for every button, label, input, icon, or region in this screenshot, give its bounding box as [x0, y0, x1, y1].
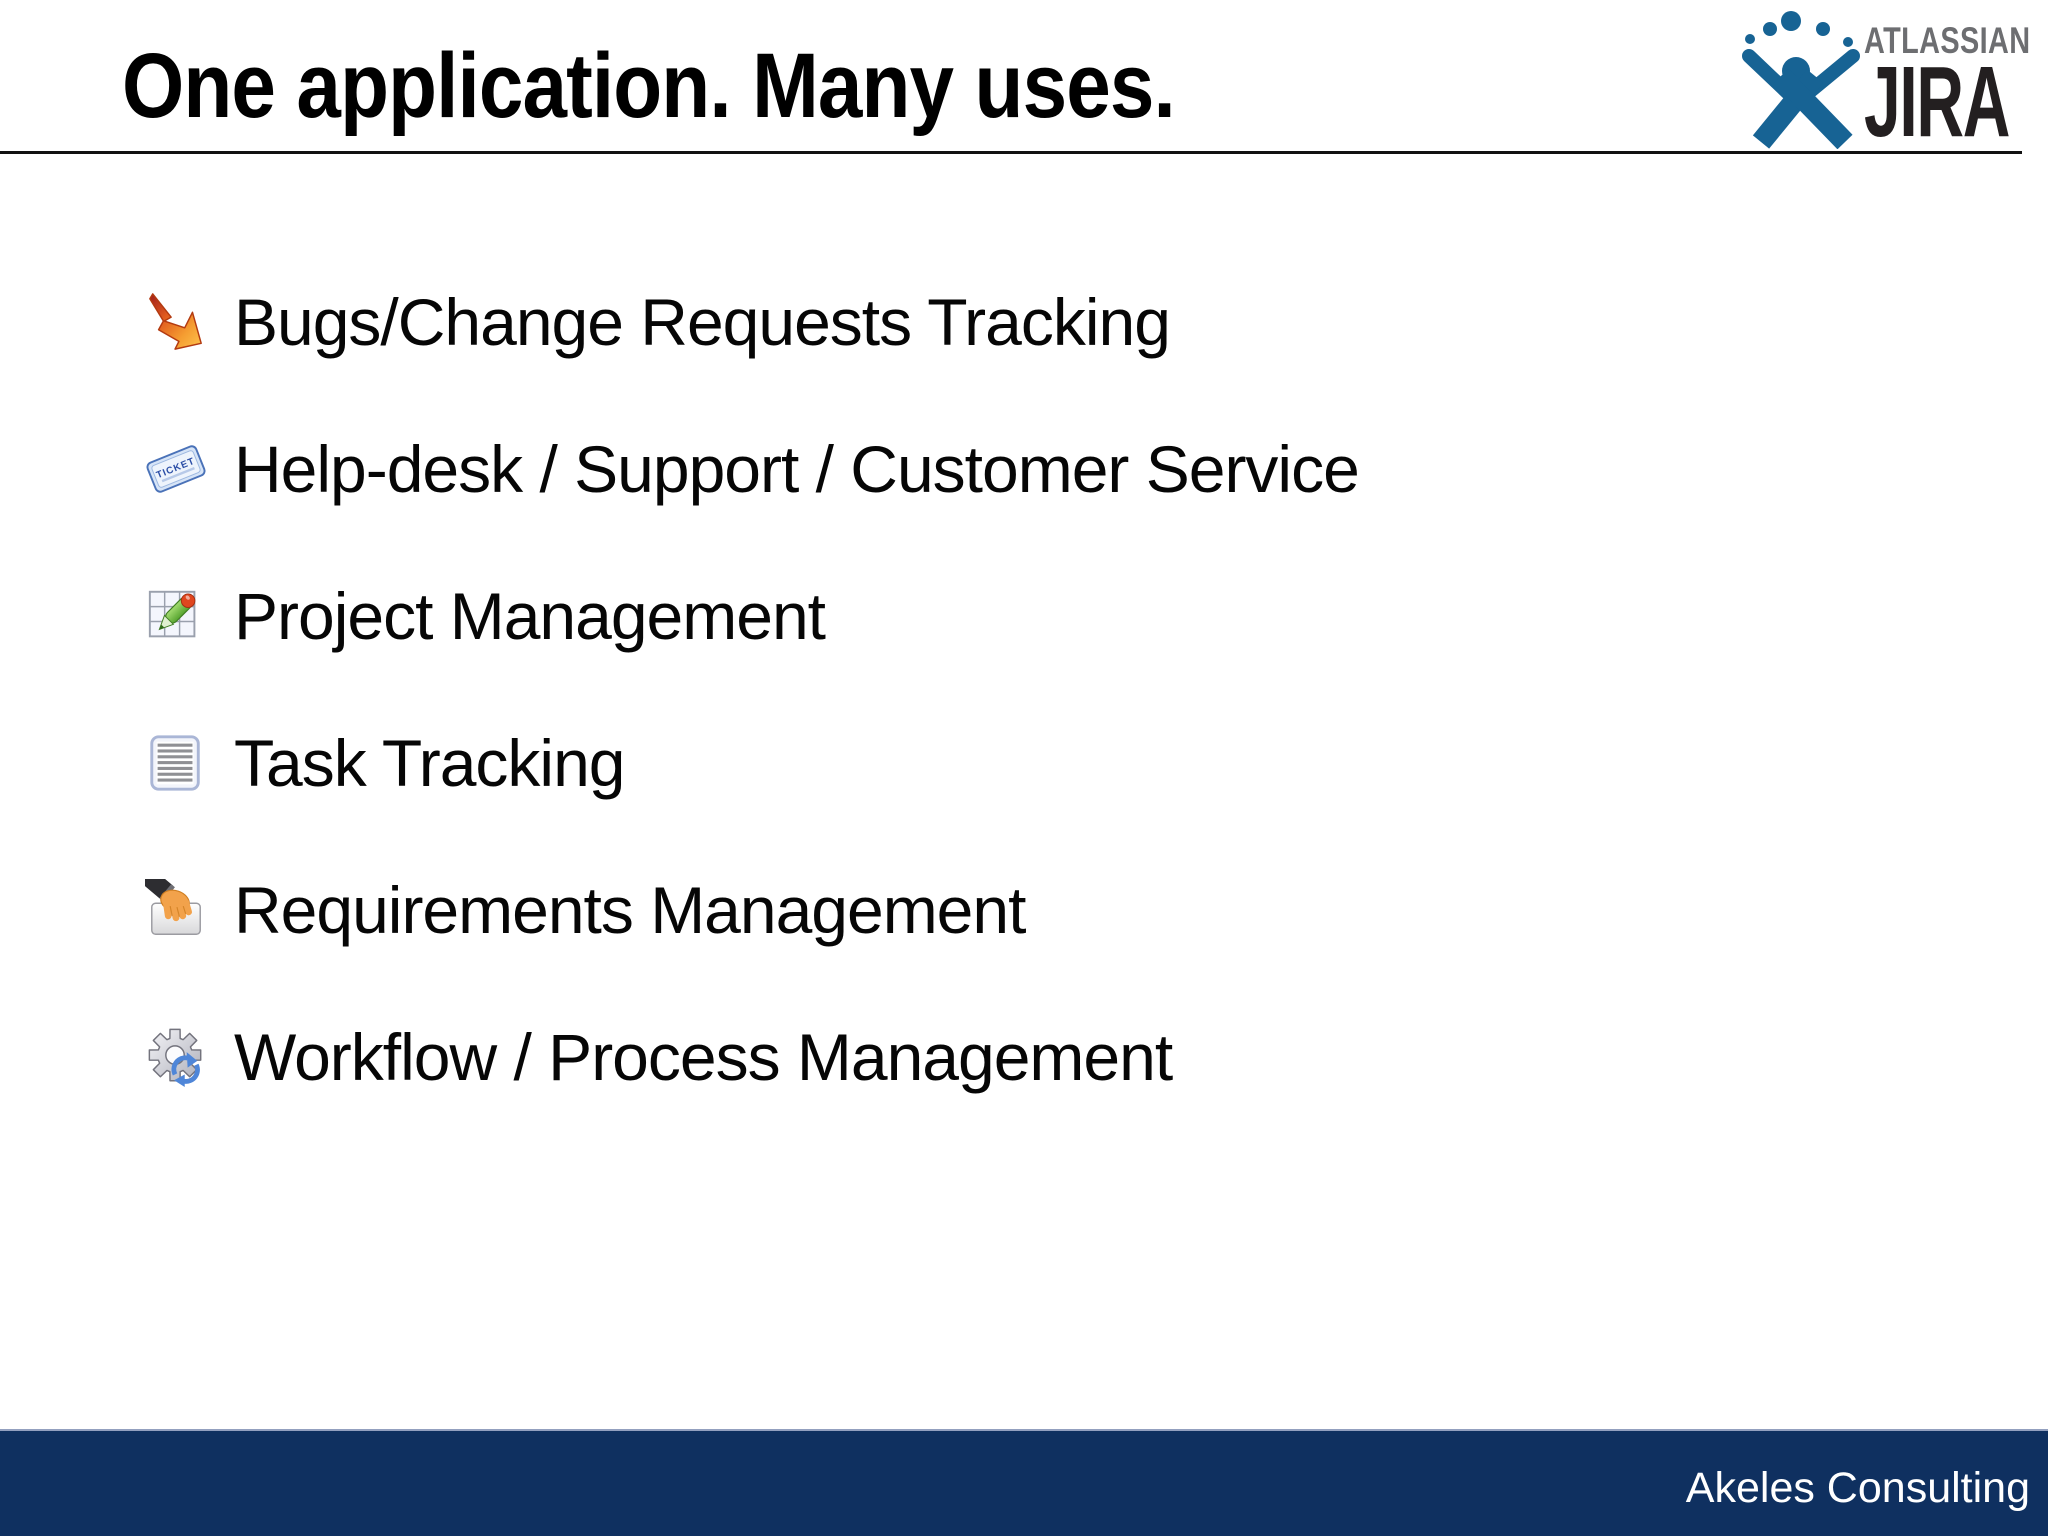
list-item-label: Task Tracking: [234, 725, 625, 800]
list-item: Project Management: [145, 542, 1359, 689]
ticket-icon: TICKET: [146, 444, 206, 493]
list-item: Task Tracking: [145, 689, 1359, 836]
logo-wordmark: ATLASSIAN JIRA: [1864, 20, 2048, 159]
list-item-label: Project Management: [234, 578, 826, 653]
grid-pencil-icon: [148, 590, 196, 637]
footer-bar: Akeles Consulting: [0, 1429, 2048, 1536]
header-divider: [0, 151, 2022, 154]
list-item-label: Bugs/Change Requests Tracking: [234, 284, 1171, 359]
list-item: Requirements Management: [145, 836, 1359, 983]
gear-sync-icon: [148, 1028, 202, 1087]
list-item: Workflow / Process Management: [145, 983, 1359, 1130]
jira-juggler-logo-icon: [1742, 11, 1860, 149]
list-item: TICKET Help-desk / Support / Customer Se…: [145, 395, 1360, 542]
list-item-label: Requirements Management: [234, 872, 1026, 947]
logo-brand-text: ATLASSIAN: [1864, 20, 2031, 61]
document-lines-icon: [150, 734, 200, 791]
lightning-bolt-icon: [149, 292, 202, 350]
list-item: Bugs/Change Requests Tracking: [145, 248, 1359, 395]
list-item-label: Workflow / Process Management: [234, 1019, 1173, 1094]
footer-company-text: Akeles Consulting: [1685, 1464, 2030, 1512]
logo-product-text: JIRA: [1864, 46, 2010, 159]
list-item-label: Help-desk / Support / Customer Service: [234, 431, 1360, 506]
page-title: One application. Many uses.: [122, 35, 1176, 137]
uses-list: Bugs/Change Requests Tracking TICKET Hel…: [145, 248, 1360, 1130]
hand-card-icon: [145, 878, 201, 935]
